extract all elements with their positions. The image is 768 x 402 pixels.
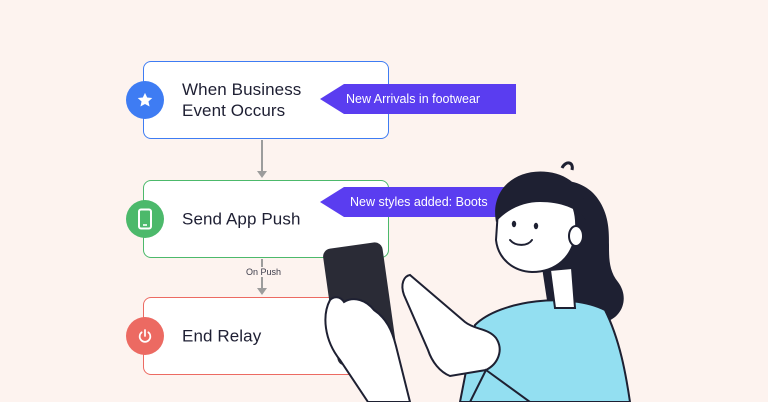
edge-label-on-push: On Push (244, 267, 284, 277)
node-send-app-push[interactable]: Send App Push (126, 180, 389, 258)
star-icon (126, 81, 164, 119)
node-label-line-1: When Business (182, 80, 302, 99)
arrowhead-2 (257, 288, 267, 295)
callout-tag-boots: New styles added: Boots (320, 187, 520, 217)
callout-tag-footwear: New Arrivals in footwear (320, 84, 516, 114)
node-label: When Business Event Occurs (182, 79, 301, 121)
node-label: Send App Push (182, 209, 301, 229)
connector-1 (261, 140, 263, 172)
node-label-line-2: Event Occurs (182, 101, 286, 120)
power-icon (126, 317, 164, 355)
phone-icon (126, 200, 164, 238)
person-with-phone-illustration (323, 161, 632, 402)
arrowhead-1 (257, 171, 267, 178)
node-business-event[interactable]: When Business Event Occurs (126, 61, 389, 139)
node-label: End Relay (182, 326, 262, 346)
